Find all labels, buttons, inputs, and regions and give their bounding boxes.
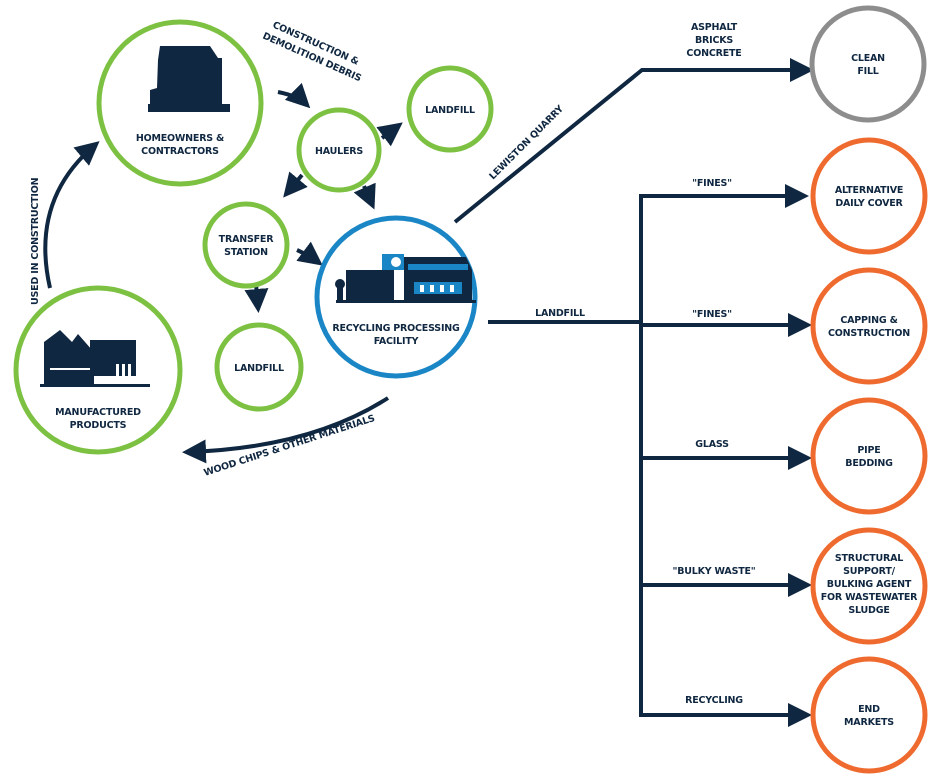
edge-label-wood-chips: WOOD CHIPS & OTHER MATERIALS [203,413,377,479]
svg-text:RECYCLING PROCESSING: RECYCLING PROCESSING [332,323,460,334]
svg-text:DAILY COVER: DAILY COVER [835,198,903,209]
arrow-homeowners-to-haulers [277,82,311,109]
homeowners-line2: CONTRACTORS [141,146,219,157]
node-pipe-bedding: PIPE BEDDING [810,397,928,515]
svg-text:LANDFILL: LANDFILL [425,105,475,116]
svg-text:MANUFACTURED: MANUFACTURED [55,407,141,418]
svg-text:FILL: FILL [857,66,878,77]
end-markets-line1: END [858,704,880,715]
node-landfill-bottom: LANDFILL [214,322,304,412]
asphalt-line2: BRICKS [695,35,733,46]
edge-label-asphalt: ASPHALT BRICKS CONCRETE [686,22,741,59]
svg-text:ASPHALT: ASPHALT [691,22,738,33]
adc-line1: ALTERNATIVE [835,185,903,196]
edge-label-bulky-waste: "BULKY WASTE" [672,566,755,577]
arrow-recycling-to-manufactured [182,396,390,464]
structural-line3: BULKING AGENT [827,579,912,590]
end-markets-line2: MARKETS [844,717,894,728]
arrow-haulers-to-transfer [283,171,308,198]
edge-label-construction-debris: CONSTRUCTION & DEMOLITION DEBRIS [261,20,363,85]
structural-line4: FOR WASTEWATER [821,592,918,603]
node-homeowners: HOMEOWNERS & CONTRACTORS [96,19,264,187]
svg-text:FACILITY: FACILITY [374,336,419,347]
arrow-manufactured-to-homeowners [43,141,100,289]
svg-text:ALTERNATIVE: ALTERNATIVE [835,185,903,196]
svg-text:END: END [858,704,880,715]
transfer-line1: TRANSFER [219,234,275,245]
node-landfill-top: LANDFILL [406,65,494,153]
svg-text:BEDDING: BEDDING [845,458,893,469]
node-transfer-station: TRANSFER STATION [202,201,290,289]
manufactured-line1: MANUFACTURED [55,407,141,418]
clean-fill-line2: FILL [857,66,878,77]
adc-line2: DAILY COVER [835,198,903,209]
svg-text:STATION: STATION [224,247,268,258]
svg-text:SLUDGE: SLUDGE [848,605,889,616]
svg-text:HOMEOWNERS &: HOMEOWNERS & [136,133,224,144]
clean-fill-line1: CLEAN [851,53,885,64]
arrow-recycling-to-clean-fill [453,58,814,224]
node-structural-support: STRUCTURAL SUPPORT/ BULKING AGENT FOR WA… [810,527,928,645]
node-recycling-facility: RECYCLING PROCESSING FACILITY [314,215,478,379]
capping-line1: CAPPING & [840,315,897,326]
edge-label-glass: GLASS [695,439,729,450]
node-capping-construction: CAPPING & CONSTRUCTION [810,267,928,385]
haulers-label: HAULERS [315,146,363,157]
edge-label-recycling: RECYCLING [685,695,743,706]
svg-text:MARKETS: MARKETS [844,717,894,728]
svg-text:HAULERS: HAULERS [315,146,363,157]
recycling-facility-icon [335,254,476,303]
structural-line1: STRUCTURAL [835,553,903,564]
svg-text:BRICKS: BRICKS [695,35,733,46]
edge-label-landfill: LANDFILL [535,308,585,319]
landfill-top-label: LANDFILL [425,105,475,116]
svg-text:STRUCTURAL: STRUCTURAL [835,553,903,564]
landfill-bottom-label: LANDFILL [234,363,284,374]
arrow-haulers-to-recycling [353,182,376,210]
pipe-line1: PIPE [857,445,880,456]
capping-line2: CONSTRUCTION [828,328,910,339]
homeowners-line1: HOMEOWNERS & [136,133,224,144]
svg-text:BULKING AGENT: BULKING AGENT [827,579,912,590]
svg-text:TRANSFER: TRANSFER [219,234,275,245]
edge-label-used-in-construction: USED IN CONSTRUCTION [30,177,41,305]
node-haulers: HAULERS [296,107,382,193]
recycling-line1: RECYCLING PROCESSING [332,323,460,334]
house-icon [148,46,230,112]
svg-text:CAPPING &: CAPPING & [840,315,897,326]
svg-text:PRODUCTS: PRODUCTS [70,420,127,431]
arrow-transfer-to-recycling [296,241,323,266]
structural-line2: SUPPORT/ [843,566,896,577]
asphalt-line1: ASPHALT [691,22,738,33]
transfer-line2: STATION [224,247,268,258]
edge-label-fines-2: "FINES" [692,309,732,320]
manufactured-line2: PRODUCTS [70,420,127,431]
node-clean-fill: CLEAN FILL [809,5,927,123]
recycling-line2: FACILITY [374,336,419,347]
pipe-line2: BEDDING [845,458,893,469]
node-alternative-daily-cover: ALTERNATIVE DAILY COVER [810,137,928,255]
svg-text:CONCRETE: CONCRETE [686,48,741,59]
svg-text:FOR WASTEWATER: FOR WASTEWATER [821,592,918,603]
edge-label-fines-1: "FINES" [692,178,732,189]
node-manufactured-products: MANUFACTURED PRODUCTS [13,285,183,455]
node-end-markets: END MARKETS [810,656,928,774]
factory-icon [40,330,150,387]
svg-text:CONTRACTORS: CONTRACTORS [141,146,219,157]
connectors [43,58,814,727]
arrow-transfer-to-landfill-bottom [244,283,269,313]
svg-text:CLEAN: CLEAN [851,53,885,64]
asphalt-line3: CONCRETE [686,48,741,59]
svg-text:SUPPORT/: SUPPORT/ [843,566,896,577]
svg-text:CONSTRUCTION: CONSTRUCTION [828,328,910,339]
svg-text:LANDFILL: LANDFILL [234,363,284,374]
structural-line5: SLUDGE [848,605,889,616]
arrow-haulers-to-landfill-top [376,122,403,147]
svg-text:PIPE: PIPE [857,445,880,456]
